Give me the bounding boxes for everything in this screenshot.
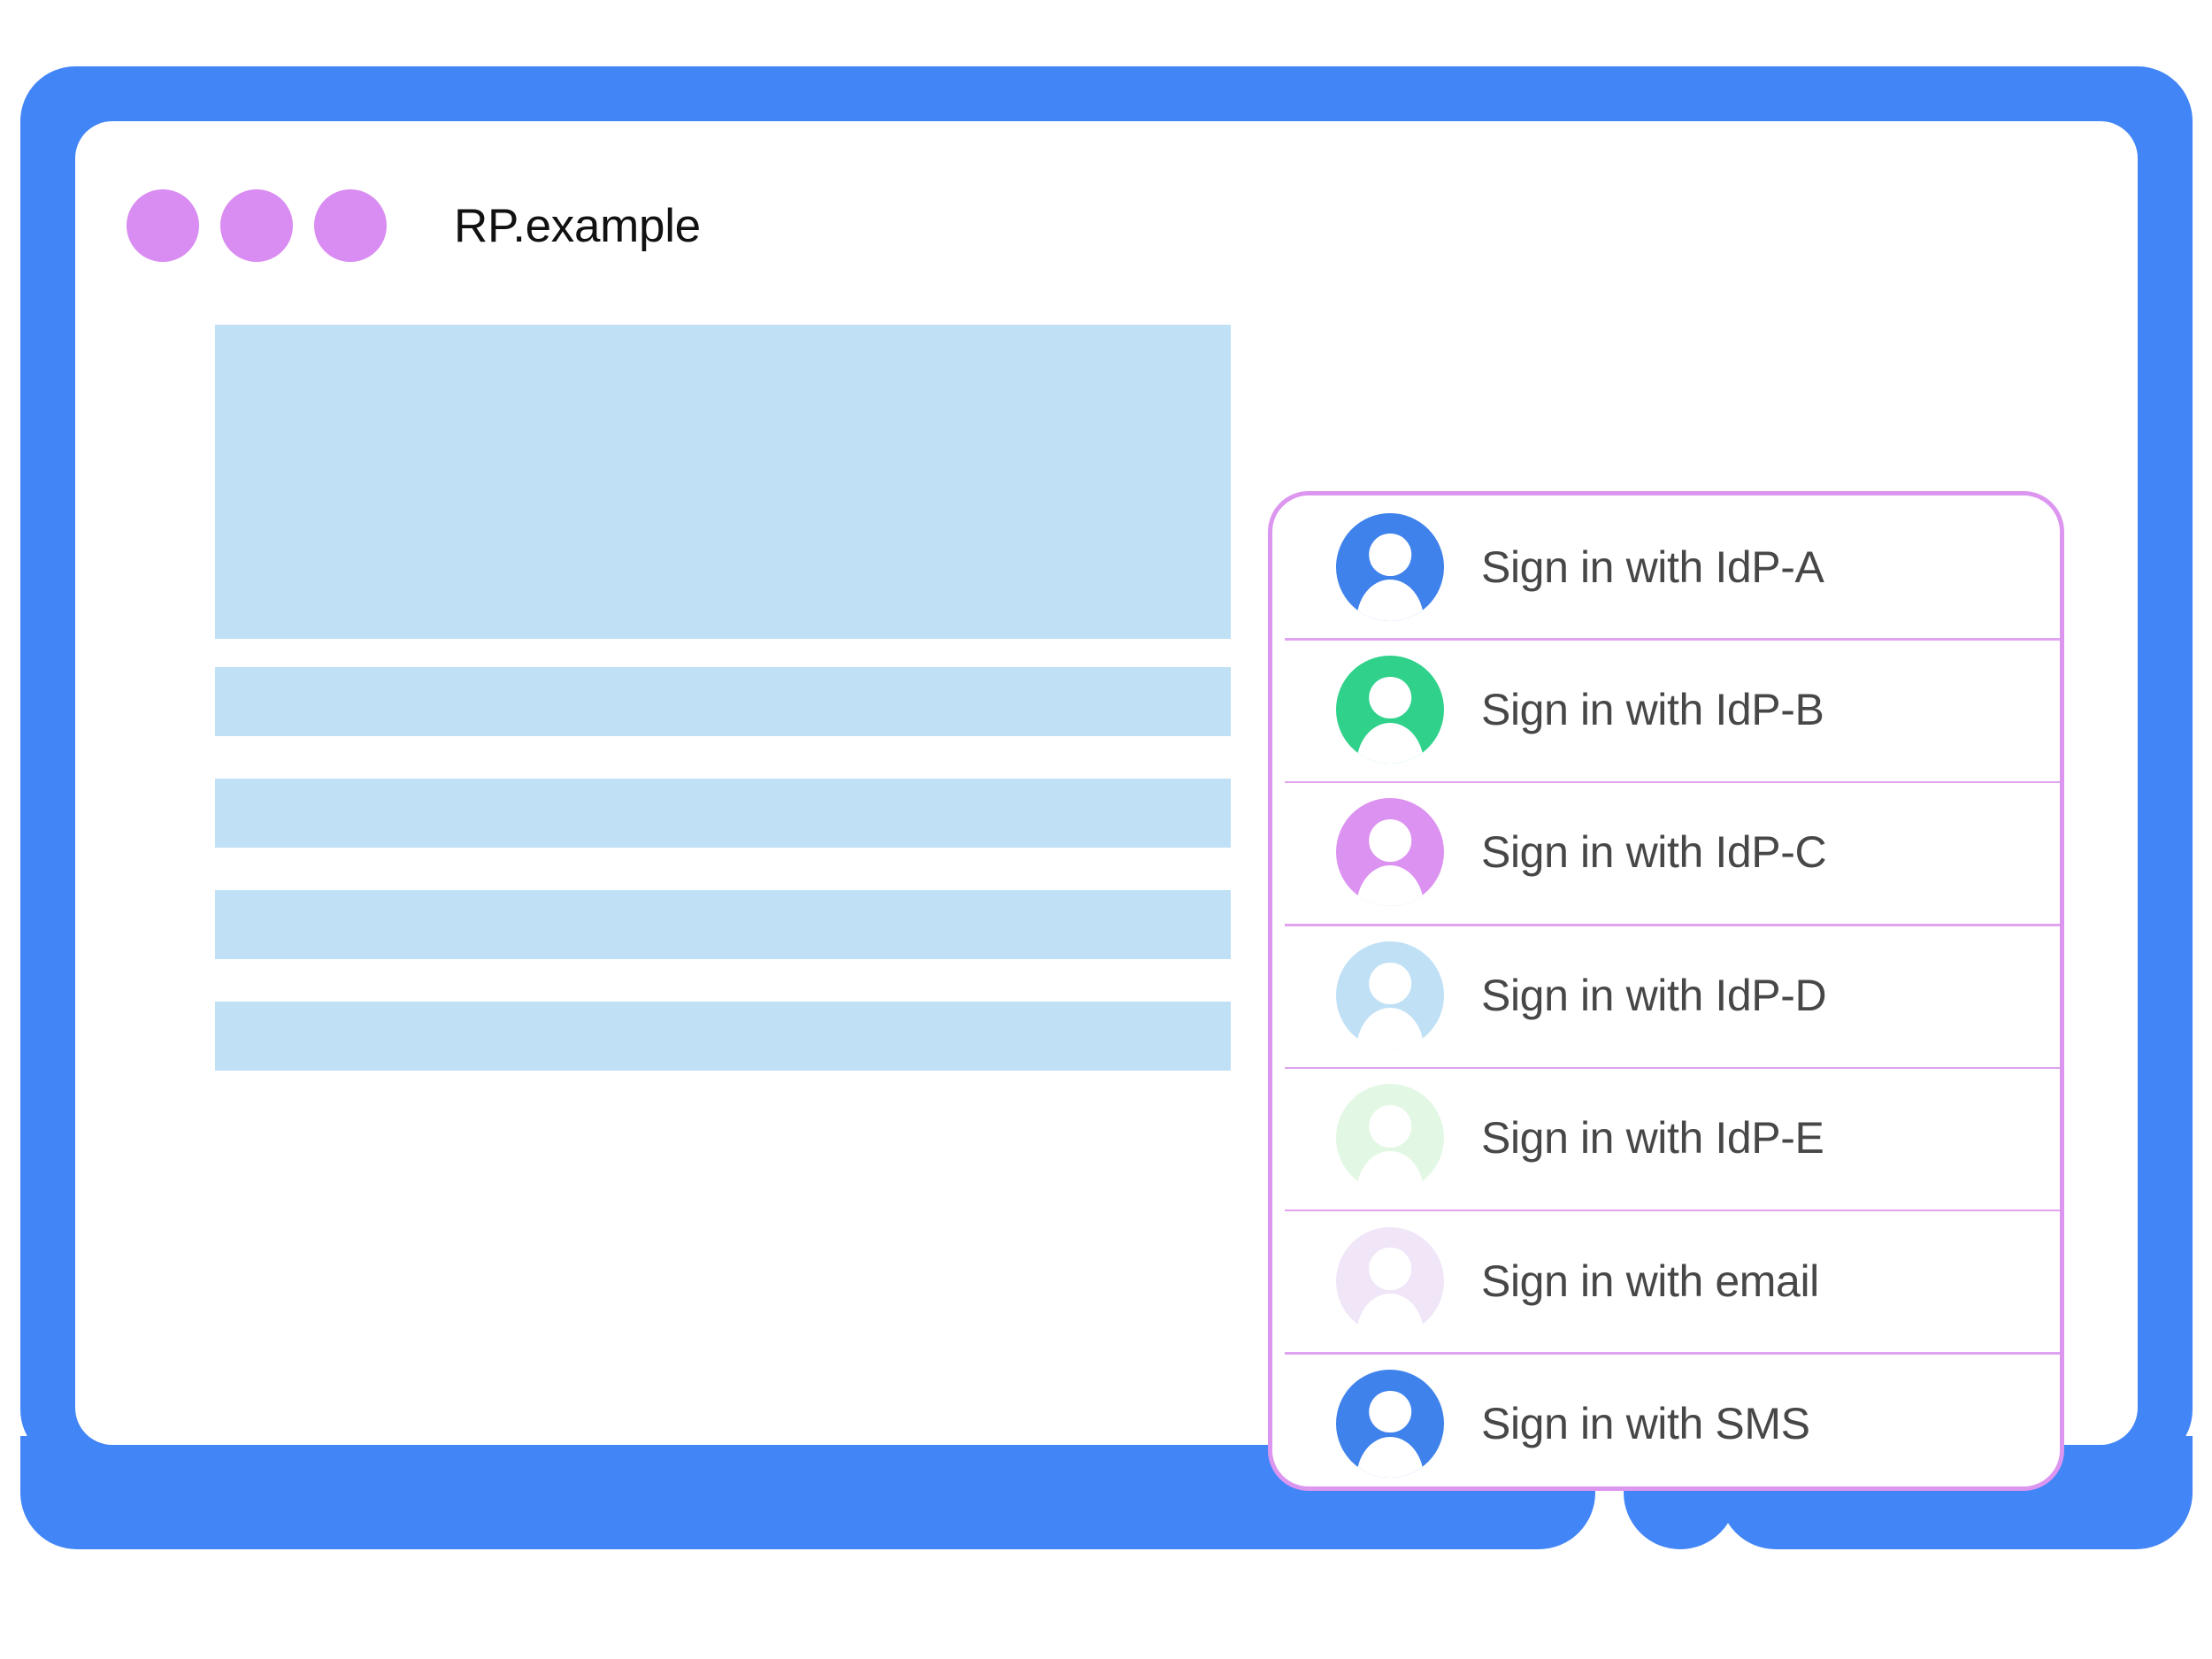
signin-option-label: Sign in with IdP-E [1481,1113,1824,1164]
traffic-dot-2-icon[interactable] [220,189,293,262]
signin-option-label: Sign in with email [1481,1256,1819,1306]
browser-titlebar: RP.example [121,164,2085,288]
signin-option-row[interactable]: Sign in with IdP-C [1272,780,2060,924]
signin-option-label: Sign in with IdP-B [1481,685,1824,735]
text-line-placeholder-2 [215,779,1231,848]
text-line-placeholder-1 [215,667,1231,736]
text-line-placeholder-3 [215,890,1231,959]
person-avatar-icon [1336,941,1444,1049]
hero-placeholder [215,325,1231,639]
person-avatar-icon [1336,656,1444,764]
text-line-placeholder-4 [215,1002,1231,1071]
signin-option-row[interactable]: Sign in with IdP-A [1272,495,2060,638]
person-avatar-icon [1336,1370,1444,1479]
page-content [215,325,1233,1071]
signin-option-label: Sign in with IdP-C [1481,827,1827,878]
traffic-dot-1-icon[interactable] [127,189,199,262]
signin-account-chooser: Sign in with IdP-A Sign in with IdP-B Sign… [1268,491,2064,1491]
page-title: RP.example [454,199,701,252]
signin-option-label: Sign in with IdP-D [1481,970,1827,1020]
person-avatar-icon [1336,1084,1444,1193]
person-avatar-icon [1336,512,1444,621]
signin-option-label: Sign in with SMS [1481,1399,1810,1449]
signin-option-row[interactable]: Sign in with IdP-D [1272,924,2060,1066]
signin-option-row[interactable]: Sign in with IdP-E [1272,1066,2060,1210]
signin-option-row[interactable]: Sign in with email [1272,1209,2060,1352]
signin-option-row[interactable]: Sign in with IdP-B [1272,638,2060,780]
traffic-dot-3-icon[interactable] [314,189,387,262]
signin-option-label: Sign in with IdP-A [1481,541,1824,592]
person-avatar-icon [1336,1226,1444,1335]
person-avatar-icon [1336,798,1444,907]
signin-option-row[interactable]: Sign in with SMS [1272,1352,2060,1486]
